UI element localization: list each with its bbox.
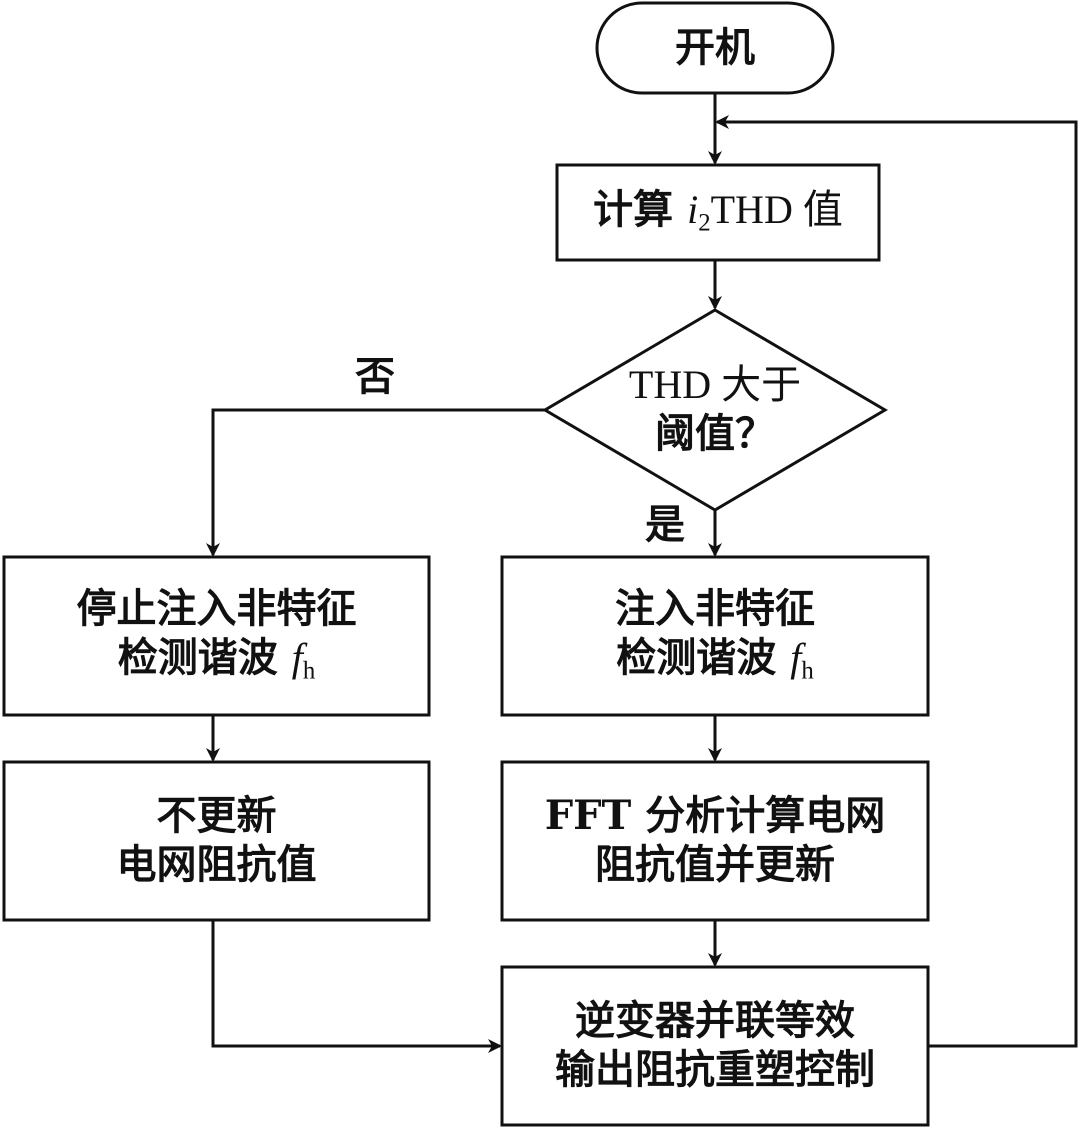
reshape-line2: 输出阻抗重塑控制 (555, 1046, 875, 1093)
calc-var: i (687, 187, 699, 233)
reshape-label: 逆变器并联等效 输出阻抗重塑控制 (502, 967, 928, 1125)
branch-yes-label: 是 (635, 500, 695, 550)
branch-no-text: 否 (355, 352, 395, 400)
branch-no-label: 否 (345, 352, 405, 402)
inject-var: f (790, 635, 802, 681)
stop-inject-prefix: 检测谐波 (117, 634, 292, 682)
stop-inject-label: 停止注入非特征 检测谐波 fh (4, 557, 429, 715)
calc-thd-label: 计算 i2THD 值 (557, 165, 879, 260)
stop-inject-line2: 检测谐波 fh (118, 634, 315, 687)
start-label: 开机 (597, 3, 833, 93)
stop-inject-var: f (291, 635, 303, 681)
inject-sub: h (801, 657, 814, 685)
arrow-loop-back (715, 115, 1078, 1048)
calc-sub: 2 (698, 209, 711, 237)
fft-update-line2: 阻抗值并更新 (595, 841, 835, 888)
inject-line2: 检测谐波 fh (616, 634, 813, 687)
fft-update-label: FFT 分析计算电网 阻抗值并更新 (502, 762, 928, 920)
decision-label: THD 大于 阈值？ (590, 355, 840, 465)
decision-line2: 阈值？ (655, 410, 775, 457)
no-update-label: 不更新 电网阻抗值 (4, 762, 429, 920)
start-text: 开机 (675, 23, 755, 71)
reshape-line1: 逆变器并联等效 (575, 997, 855, 1045)
no-update-box (2, 760, 431, 922)
calc-thd-box (555, 163, 881, 262)
fft-update-line1: FFT 分析计算电网 (544, 792, 886, 840)
inject-line1: 注入非特征 (615, 585, 815, 633)
inject-label: 注入非特征 检测谐波 fh (502, 557, 928, 715)
arrow-decision-no (206, 408, 545, 557)
calc-prefix: 计算 (593, 186, 688, 234)
no-update-line1: 不更新 (156, 792, 277, 840)
arrow-noupdate-to-reshape (211, 920, 502, 1053)
calc-suffix: THD 值 (710, 187, 843, 233)
inject-prefix: 检测谐波 (616, 634, 791, 682)
stop-inject-box (2, 555, 431, 717)
decision-line1: THD 大于 (628, 362, 802, 408)
stop-inject-sub: h (302, 657, 316, 685)
branch-yes-text: 是 (645, 500, 685, 548)
calc-thd-text: 计算 i2THD 值 (593, 186, 843, 239)
stop-inject-line1: 停止注入非特征 (76, 585, 357, 633)
no-update-line2: 电网阻抗值 (116, 841, 317, 888)
